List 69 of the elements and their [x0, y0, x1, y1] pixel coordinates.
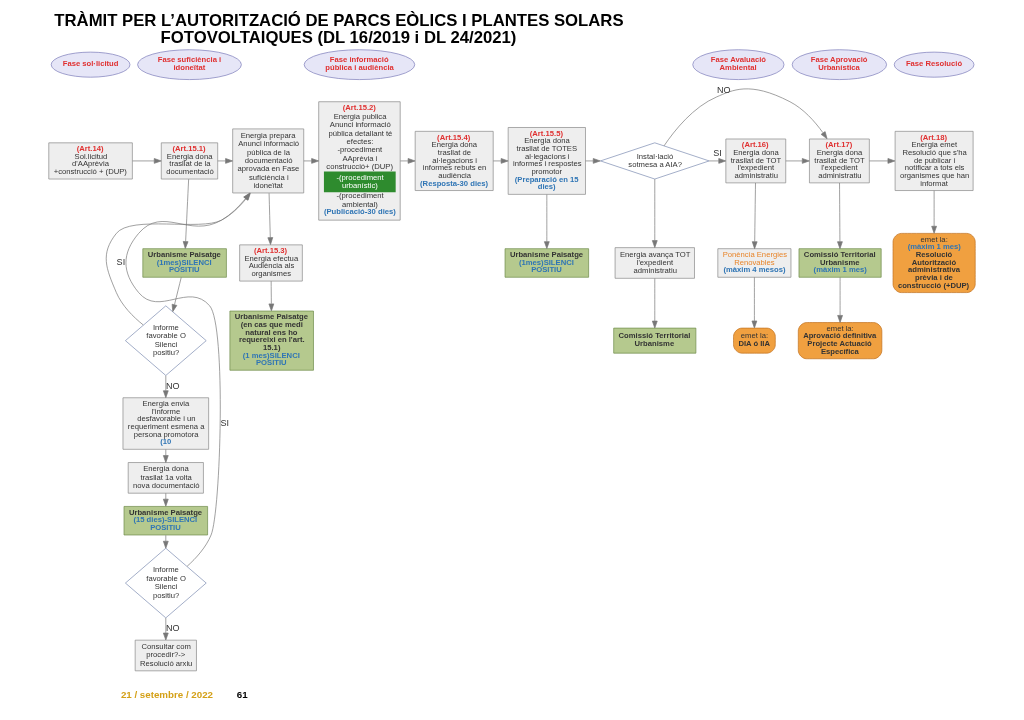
arrow: [837, 182, 843, 250]
arrow: [400, 158, 416, 164]
node-box: Comissió Territorial Urbanisme (màxim 1 mes): [798, 248, 882, 278]
arrow: [931, 190, 937, 234]
node-ellipse: Fase sol·licitud: [50, 51, 131, 78]
node-box: (Art.15.5) Energia dona trasllat de TOTES al·legacions i informes i respostes promotor (Preparació en 15 dies): [507, 127, 586, 195]
arrow: [163, 375, 169, 399]
arrow: [652, 178, 658, 248]
node-ellipse: Fase suficiència i idoneïtat: [137, 49, 242, 80]
node-box: Urbanisme Paisatge (15 dies)-SILENCI POSITIU: [123, 506, 208, 536]
node-ellipse: Fase Resolució: [893, 51, 975, 78]
node-box: (Art.18) Energia emet Resolució que s'ha de publicar i notificar a tots els organismes que han informat: [894, 131, 974, 191]
node-box: Comissió Territorial Urbanisme: [613, 327, 697, 354]
node-box: Consultar com procedir?-> Resolució arxiu: [134, 639, 197, 672]
arrow: [708, 158, 727, 164]
node-diamond: Informe favorable O Silenci positiu?: [125, 547, 207, 619]
edge-label: SI: [713, 148, 722, 159]
arrow: [163, 492, 169, 507]
node-box: Energia prepara Anunci informació pública de la documentació aprovada en Fase suficiència i idoneïtat: [232, 128, 305, 194]
arrow: [751, 276, 758, 329]
node-box: Energia dona trasllat 1a volta nova documentació: [127, 462, 204, 494]
arrow: [163, 449, 169, 463]
label: 61: [236, 689, 248, 701]
arrow: [663, 88, 828, 147]
node-ellipse: Fase Avaluació Ambiental: [692, 49, 785, 80]
arrow: [869, 158, 896, 164]
node-box: (Art.15.1) Energia dona trasllat de la documentació: [160, 142, 219, 180]
node-box: Urbanisme Paisatge (1mes)SILENCI POSITIU: [142, 248, 227, 278]
arrow: [837, 276, 843, 323]
node-box: emet la: (màxim 1 mes) Resolució Autorització administrativa prèvia i de construcció (+DUP): [892, 233, 976, 293]
arrow: [303, 158, 319, 164]
arrow: [217, 158, 233, 164]
edge-label: NO: [716, 84, 731, 95]
arrow: [163, 617, 169, 641]
arrow: [751, 182, 758, 250]
node-box: Urbanisme Paisatge (en cas que medi natural ens ho requereixi en l'art. 15.1) (1 mes)SILENCI POSITIU: [229, 310, 314, 371]
arrow: [267, 192, 274, 245]
node-box: (Art.17) Energia dona trasllat de TOT l'expedient administratiu: [809, 138, 870, 184]
arrow: [182, 178, 189, 249]
arrow: [171, 276, 182, 312]
arrow: [132, 158, 162, 164]
arrow: [785, 158, 810, 164]
node-box: emet la: Aprovació definitiva Projecte Actuació Específica: [797, 322, 883, 360]
node-box: (Art.14) Sol.licitud d'AAprèvia +construcció + (DUP): [48, 142, 133, 180]
node-box: Energia avança TOT l'expedient administratiu: [614, 247, 695, 279]
node-box: Urbanisme Paisatge (1mes)SILENCI POSITIU: [504, 248, 589, 278]
arrow: [492, 158, 509, 164]
arrow: [585, 158, 601, 164]
node-ellipse: Fase informació pública i audiència: [303, 49, 416, 80]
label: 21 / setembre / 2022: [120, 689, 214, 701]
arrow: [544, 194, 550, 249]
node-box: (Art.15.2) Energia publica Anunci informació pública detallant té efectes: -procediment AAprèvia i construcció+ (DUP) -(procediment urbanístic) -(procediment ambiental) (Publicació-30 dies): [318, 101, 401, 221]
node-box: Ponència Energies Renovables (màxim 4 mesos): [717, 248, 792, 278]
edge-label: SI: [220, 417, 229, 428]
node-box: (Art.15.3) Energia efectua Audiència als organismes: [239, 244, 303, 282]
arrow: [105, 192, 251, 326]
edge-label: SI: [116, 257, 126, 268]
arrow: [163, 534, 169, 549]
node-diamond: Instal·lació sotmesa a AIA?: [600, 142, 710, 180]
node-box: (Art.16) Energia dona trasllat de TOT l'expedient administratiu: [725, 138, 787, 184]
diagram-title: TRÀMIT PER L’AUTORITZACIÓ DE PARCS EÒLICS I PLANTES SOLARS FOTOVOLTAIQUES (DL 16/2019 i DL 24/2021): [54, 11, 624, 48]
arrow: [652, 278, 658, 329]
node-ellipse: Fase Aprovació Urbanística: [791, 49, 887, 80]
node-box: (Art.15.4) Energia dona trasllat de al·legacions i informes rebuts en audiència (Resposta-30 dies): [414, 131, 494, 191]
node-box: emet la: DIA ó IIA: [733, 327, 776, 354]
node-box: Energia envia l'informe desfavorable i un requeriment esmena a persona promotora (10: [122, 397, 209, 450]
arrow: [268, 280, 275, 312]
edge-label: NO: [165, 623, 180, 634]
edge-label: NO: [165, 380, 180, 391]
